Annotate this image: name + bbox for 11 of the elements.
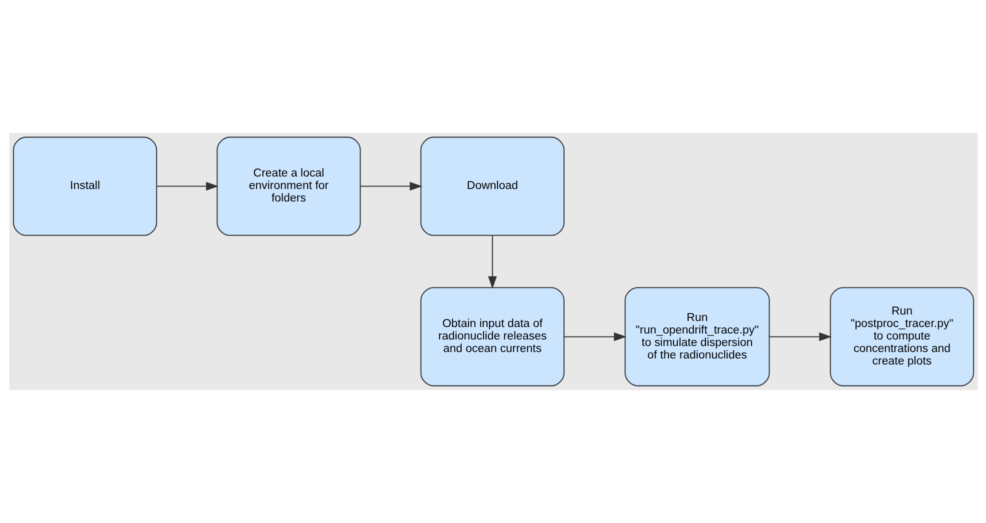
arrow [564,332,626,342]
node-box: Download [420,136,564,236]
node-box: Run "postproc_tracer.py" to compute concentrations and create plots [829,287,974,386]
node-box: Create a local environment for folders [216,136,360,236]
arrow [156,182,218,191]
node-box: Install [12,136,157,236]
arrow [769,332,832,342]
node-box: Obtain input data of radionuclide releases and ocean currents [420,287,564,386]
arrow [488,235,496,289]
node-box: Run "run_opendrift_trace.py" to simulate dispersion of the radionuclides [624,287,770,386]
arrow [360,182,422,191]
